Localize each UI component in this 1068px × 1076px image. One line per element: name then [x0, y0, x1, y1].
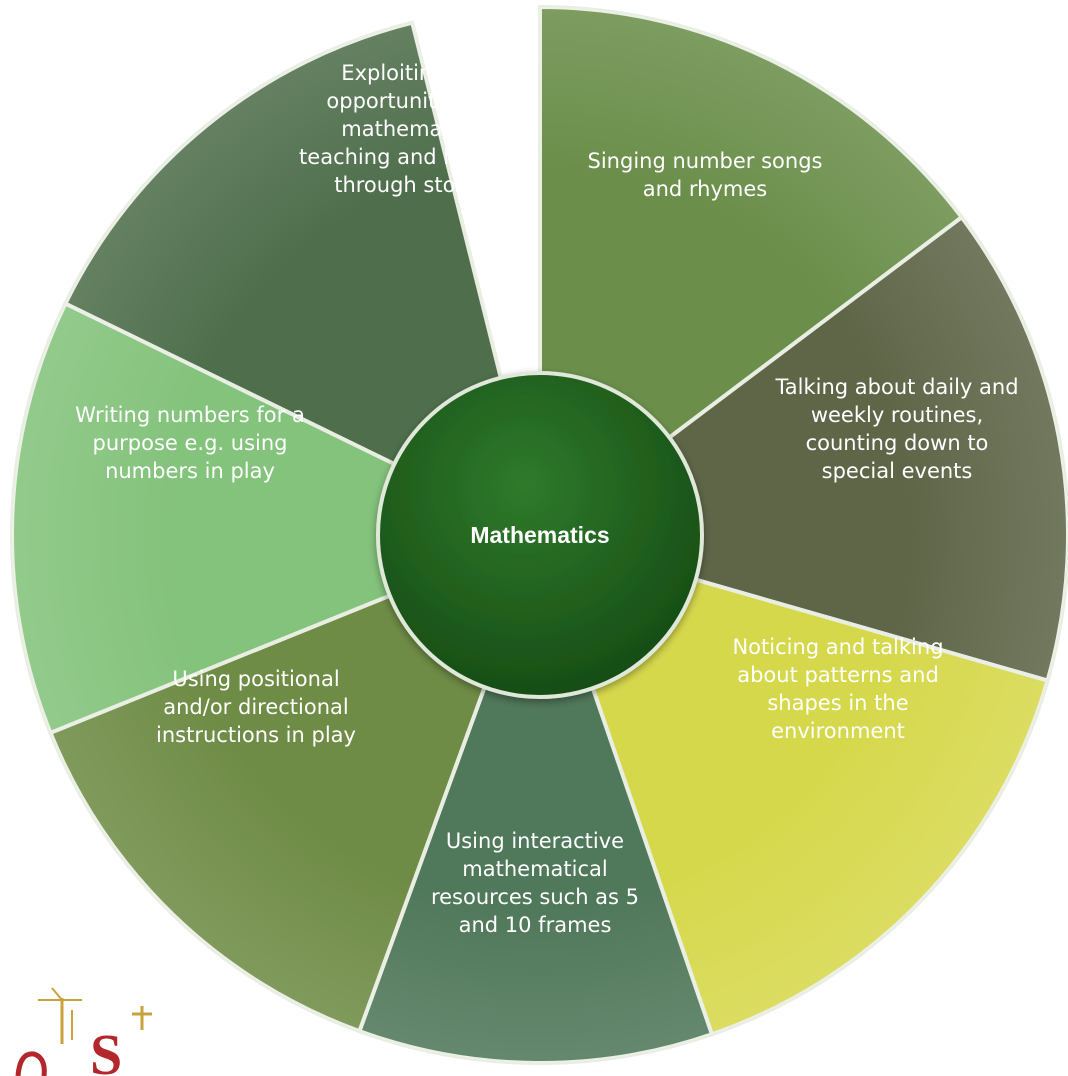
- segment-label-line: weekly routines,: [811, 403, 983, 427]
- segment-label-line: Noticing and talking: [732, 635, 943, 659]
- segment-label-line: numbers in play: [105, 459, 275, 483]
- center-hub: Mathematics: [376, 371, 704, 699]
- center-label: Mathematics: [470, 522, 609, 548]
- segment-label-routines: Talking about daily and weekly routines, c…: [774, 375, 1018, 483]
- segments-layer: [10, 4, 1068, 1065]
- segment-label-line: instructions in play: [156, 723, 356, 747]
- segment-label-writing: Writing numbers for a purpose e.g. using n…: [75, 403, 305, 483]
- segment-label-line: through stories: [334, 173, 494, 197]
- segment-label-line: about patterns and: [737, 663, 939, 687]
- segment-label-line: opportunities for: [326, 89, 502, 113]
- segment-label-frames: Using interactive mathematical resources s…: [431, 829, 639, 937]
- segment-label-line: mathematical: [341, 117, 486, 141]
- segment-label-line: Singing number songs: [588, 149, 823, 173]
- segment-label-line: and/or directional: [163, 695, 348, 719]
- segment-label-line: Talking about daily and: [774, 375, 1018, 399]
- logo: S: [15, 987, 152, 1076]
- segment-label-line: environment: [771, 719, 905, 743]
- segment-label-line: mathematical: [462, 857, 607, 881]
- segment-label-positional: Using positional and/or directional instru…: [156, 667, 356, 747]
- segment-label-line: counting down to: [806, 431, 989, 455]
- segment-label-line: Exploiting the: [341, 61, 486, 85]
- segment-label-singing: Singing number songs and rhymes: [588, 149, 823, 201]
- center-circle: [376, 371, 704, 699]
- segment-label-stories: Exploiting the opportunities for mathemati…: [299, 61, 529, 197]
- segment-label-line: and rhymes: [643, 177, 768, 201]
- segment-label-line: shapes in the: [767, 691, 908, 715]
- segment-label-line: Writing numbers for a: [75, 403, 305, 427]
- segment-label-line: and 10 frames: [459, 913, 612, 937]
- segment-label-line: Using interactive: [446, 829, 624, 853]
- segment-label-line: resources such as 5: [431, 885, 639, 909]
- segment-label-line: teaching and learning: [299, 145, 529, 169]
- segment-label-patterns: Noticing and talking about patterns and sh…: [732, 635, 943, 743]
- logo-letter-s: S: [90, 1022, 122, 1076]
- segment-label-line: special events: [822, 459, 973, 483]
- segment-label-line: Using positional: [172, 667, 339, 691]
- segment-label-line: purpose e.g. using: [93, 431, 288, 455]
